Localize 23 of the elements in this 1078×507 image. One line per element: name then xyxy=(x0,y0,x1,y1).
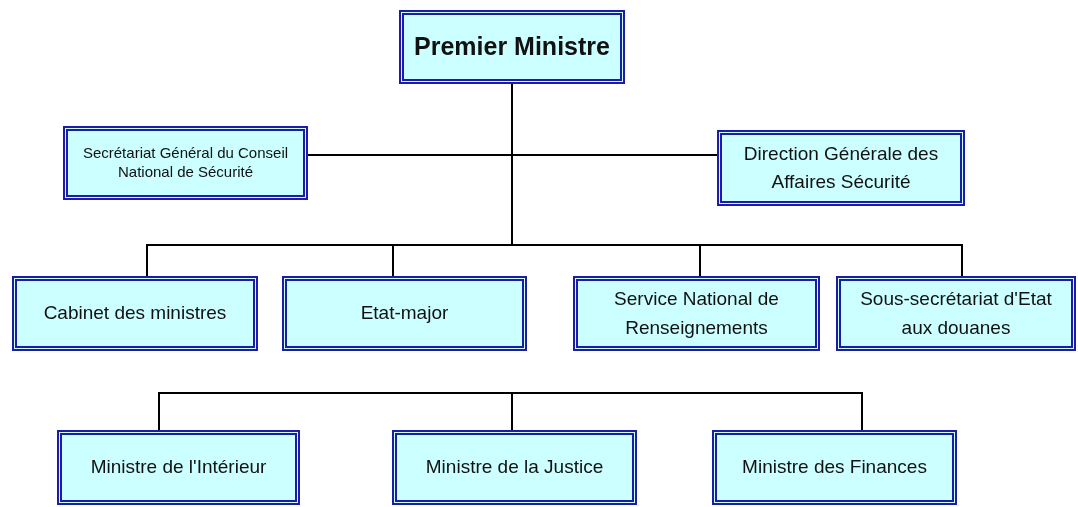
box-label: Secrétariat Général du Conseil National de Sécurité xyxy=(81,144,290,182)
connector-line xyxy=(511,392,863,431)
org-box xyxy=(392,430,637,505)
box-label: Ministre de la Justice xyxy=(424,455,605,480)
org-box xyxy=(712,430,957,505)
org-box xyxy=(717,130,965,206)
box-label: Ministre de l'Intérieur xyxy=(89,455,268,480)
connector-line xyxy=(511,392,513,431)
box-label: Direction Générale des Affaires Sécurité xyxy=(742,141,940,194)
org-box xyxy=(282,276,527,351)
org-box xyxy=(57,430,300,505)
box-label: Sous-secrétariat d'Etat aux douanes xyxy=(859,287,1053,340)
org-box xyxy=(836,276,1076,351)
org-box xyxy=(573,276,820,351)
org-box xyxy=(12,276,258,351)
connector-line xyxy=(158,392,513,431)
box-label: Service National de Renseignements xyxy=(613,287,780,340)
box-label: Premier Ministre xyxy=(413,31,611,63)
org-box xyxy=(399,10,625,84)
box-label: Etat-major xyxy=(359,301,450,326)
org-box xyxy=(63,126,308,200)
box-label: Ministre des Finances xyxy=(741,455,928,480)
box-label: Cabinet des ministres xyxy=(42,301,228,326)
